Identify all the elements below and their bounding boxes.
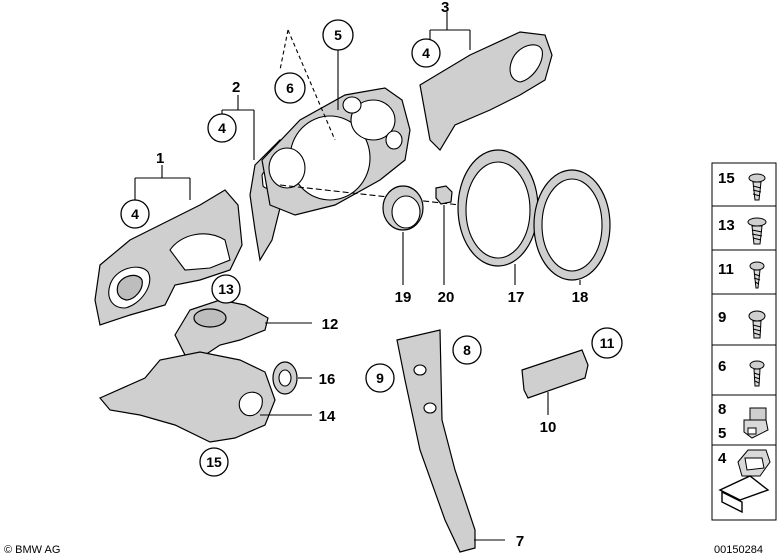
part-12-column-cover-upper	[174, 299, 269, 356]
legend-label-11: 11	[718, 261, 734, 278]
label-17: 17	[508, 289, 525, 306]
callout-6: 6	[286, 80, 294, 96]
label-10: 10	[540, 419, 557, 436]
screw-icon	[748, 310, 766, 339]
part-1-trim-left	[94, 189, 243, 326]
callout-5: 5	[334, 27, 342, 43]
label-3: 3	[441, 0, 449, 16]
arrow-icon	[718, 475, 770, 514]
label-2: 2	[232, 79, 240, 96]
clip-icon	[737, 449, 771, 477]
legend-label-4: 4	[718, 450, 727, 467]
callout-circle-11	[591, 327, 623, 359]
part-16-switch-housing	[272, 361, 298, 395]
callout-circle-6	[274, 72, 306, 104]
callout-circle-4c	[411, 38, 441, 68]
fastener-legend: 15 13 11 9 6 8 5	[711, 162, 777, 521]
callout-circle-9	[365, 363, 395, 393]
label-18: 18	[572, 289, 589, 306]
callout-15: 15	[206, 454, 222, 470]
callout-13: 13	[218, 281, 234, 297]
screw-icon	[749, 261, 765, 289]
callout-11: 11	[600, 335, 615, 351]
screw-icon	[747, 217, 767, 245]
label-12: 12	[322, 316, 339, 333]
legend-label-6: 6	[718, 358, 726, 375]
callout-4c: 4	[422, 45, 430, 61]
label-20: 20	[438, 289, 455, 306]
callout-circle-13	[211, 274, 241, 304]
part-3-trim-right	[419, 31, 553, 151]
legend-label-13: 13	[718, 217, 735, 234]
callout-circle-15	[199, 447, 229, 477]
callout-9: 9	[376, 370, 384, 386]
callout-4b: 4	[218, 120, 226, 136]
screw-icon	[748, 173, 766, 201]
label-1: 1	[156, 150, 164, 167]
clip-nut-icon	[743, 407, 769, 439]
drawing-code: 00150284	[714, 544, 763, 556]
callout-4a: 4	[131, 206, 139, 222]
part-17-bezel	[457, 149, 539, 267]
label-16: 16	[319, 371, 336, 388]
part-7-pillar-trim	[396, 329, 476, 553]
copyright: © BMW AG	[4, 544, 60, 556]
label-7: 7	[516, 533, 524, 550]
part-14-column-cover-lower	[99, 351, 276, 443]
part-19-ring	[382, 185, 424, 231]
legend-label-5: 5	[718, 425, 726, 442]
callout-circle-8	[452, 335, 482, 365]
label-19: 19	[395, 289, 412, 306]
callout-circle-4b	[207, 113, 237, 143]
screw-icon	[749, 360, 765, 387]
part-10-small-cover	[521, 349, 589, 399]
legend-label-8: 8	[718, 401, 726, 418]
callout-circle-4a	[120, 199, 150, 229]
callout-circle-5	[322, 19, 354, 51]
label-14: 14	[319, 408, 336, 425]
part-20-cap	[435, 185, 453, 205]
part-18-ring	[533, 169, 611, 281]
legend-label-15: 15	[718, 170, 735, 187]
legend-label-9: 9	[718, 309, 726, 326]
callout-8: 8	[463, 342, 471, 358]
